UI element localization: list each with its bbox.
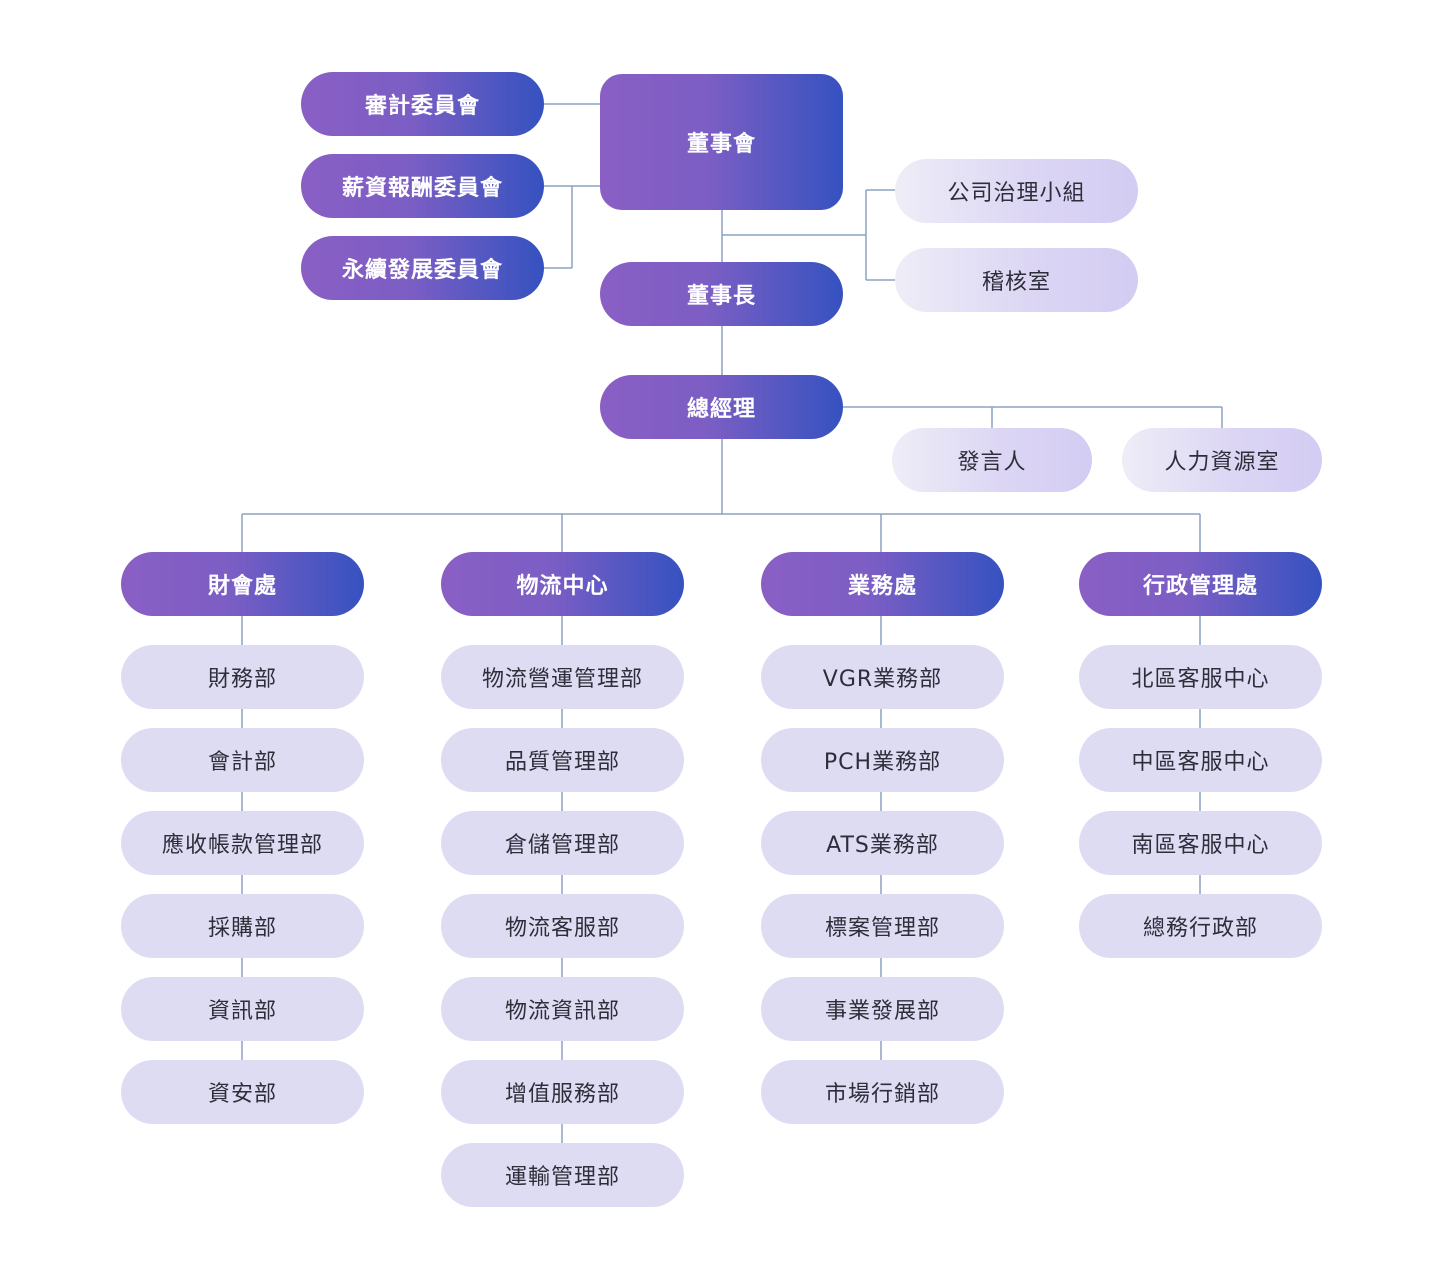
president-box: 總經理 [600,375,843,439]
department-box: 財務部 [121,645,364,709]
department-box: ATS業務部 [761,811,1004,875]
department-box: 增值服務部 [441,1060,684,1124]
department-box: 應收帳款管理部 [121,811,364,875]
committee-box: 薪資報酬委員會 [301,154,544,218]
department-box: 資訊部 [121,977,364,1041]
board-box: 董事會 [600,74,843,210]
president-unit-box: 發言人 [892,428,1092,492]
department-box: 南區客服中心 [1079,811,1322,875]
division-box: 業務處 [761,552,1004,616]
department-box: 會計部 [121,728,364,792]
board-unit-box: 公司治理小組 [895,159,1138,223]
department-box: 運輸管理部 [441,1143,684,1207]
division-box: 物流中心 [441,552,684,616]
division-box: 財會處 [121,552,364,616]
board-unit-box: 稽核室 [895,248,1138,312]
department-box: 北區客服中心 [1079,645,1322,709]
department-box: 物流資訊部 [441,977,684,1041]
chairman-box: 董事長 [600,262,843,326]
committee-box: 永續發展委員會 [301,236,544,300]
president-unit-box: 人力資源室 [1122,428,1322,492]
department-box: 中區客服中心 [1079,728,1322,792]
department-box: 物流客服部 [441,894,684,958]
department-box: 倉儲管理部 [441,811,684,875]
department-box: 事業發展部 [761,977,1004,1041]
department-box: 採購部 [121,894,364,958]
department-box: 物流營運管理部 [441,645,684,709]
department-box: PCH業務部 [761,728,1004,792]
department-box: 品質管理部 [441,728,684,792]
department-box: 資安部 [121,1060,364,1124]
department-box: VGR業務部 [761,645,1004,709]
department-box: 市場行銷部 [761,1060,1004,1124]
department-box: 總務行政部 [1079,894,1322,958]
division-box: 行政管理處 [1079,552,1322,616]
department-box: 標案管理部 [761,894,1004,958]
committee-box: 審計委員會 [301,72,544,136]
